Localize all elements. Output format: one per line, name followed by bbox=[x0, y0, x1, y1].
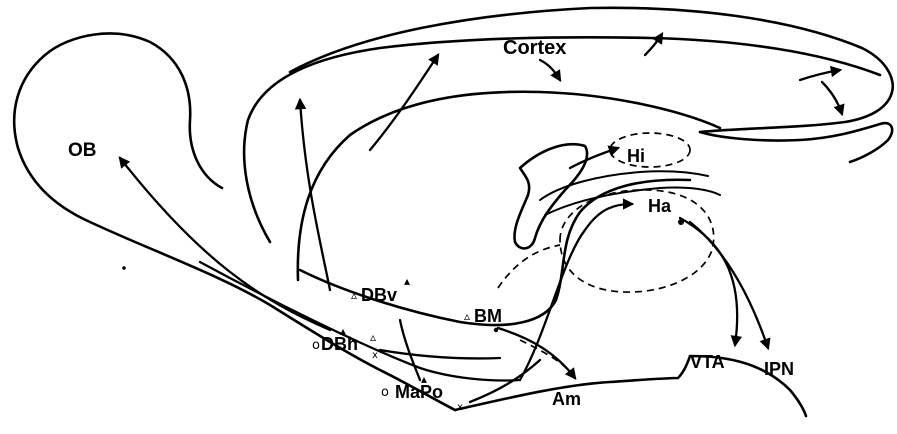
projection-pathways bbox=[120, 34, 842, 402]
label-cortex: Cortex bbox=[503, 37, 566, 59]
dorsal-cortex-surface bbox=[290, 8, 893, 132]
brainstem-lower-surface bbox=[455, 356, 806, 416]
label-vta: VTA bbox=[690, 352, 725, 372]
label-ob: OB bbox=[68, 140, 97, 161]
brain-outline bbox=[14, 8, 893, 416]
pathway-dbh-branch bbox=[380, 350, 500, 358]
pathway-ha-to-ipn bbox=[690, 222, 768, 348]
filled-triangle-marker-mapo: ▴ bbox=[421, 372, 427, 386]
pathway-cortex-3 bbox=[540, 60, 560, 80]
pathway-cortex-6 bbox=[822, 82, 842, 114]
label-ha: Ha bbox=[648, 196, 672, 216]
label-mapo: MaPo bbox=[395, 382, 443, 402]
circle-marker-dbh: o bbox=[312, 338, 320, 353]
triangle-marker-bm: ▵ bbox=[464, 309, 470, 323]
hippocampus-dashed-region bbox=[610, 133, 690, 167]
filled-triangle-marker-dbh: ▴ bbox=[340, 324, 346, 338]
corpus-callosum bbox=[298, 92, 720, 280]
olfactory-bulb-outline bbox=[14, 34, 455, 410]
label-bm: BM bbox=[474, 306, 502, 326]
pathway-dbv-to-cortex-1 bbox=[300, 100, 330, 290]
triangle-marker-dbv: ▵ bbox=[351, 288, 357, 302]
pathway-bm-to-am bbox=[498, 328, 575, 378]
hippocampus-outline bbox=[514, 144, 587, 248]
dashed-regions bbox=[498, 133, 714, 372]
cross-marker-dbh: x bbox=[372, 350, 378, 361]
pathway-lateral-stream bbox=[200, 262, 520, 381]
pathway-cortex-5 bbox=[800, 70, 840, 80]
pathway-ha-to-vta bbox=[680, 218, 737, 345]
speck-mark bbox=[122, 266, 126, 270]
label-ipn: IPN bbox=[764, 359, 794, 379]
pathway-to-hi bbox=[570, 148, 618, 168]
label-dbv: DBv bbox=[361, 285, 397, 305]
pathway-mapo-stream bbox=[400, 320, 420, 380]
dot-marker-bm bbox=[494, 328, 498, 332]
thalamus-dashed-region bbox=[560, 190, 714, 292]
dot-marker-ha bbox=[678, 219, 684, 225]
cross-marker-mapo: x bbox=[457, 402, 463, 413]
ventral-inner-contour bbox=[300, 180, 690, 325]
circle-marker-mapo: o bbox=[381, 385, 389, 400]
triangle-marker-dbh: ▵ bbox=[370, 330, 376, 344]
filled-triangle-marker-dbv: ▴ bbox=[404, 274, 410, 288]
label-hi: Hi bbox=[627, 146, 645, 166]
label-am: Am bbox=[552, 389, 581, 409]
